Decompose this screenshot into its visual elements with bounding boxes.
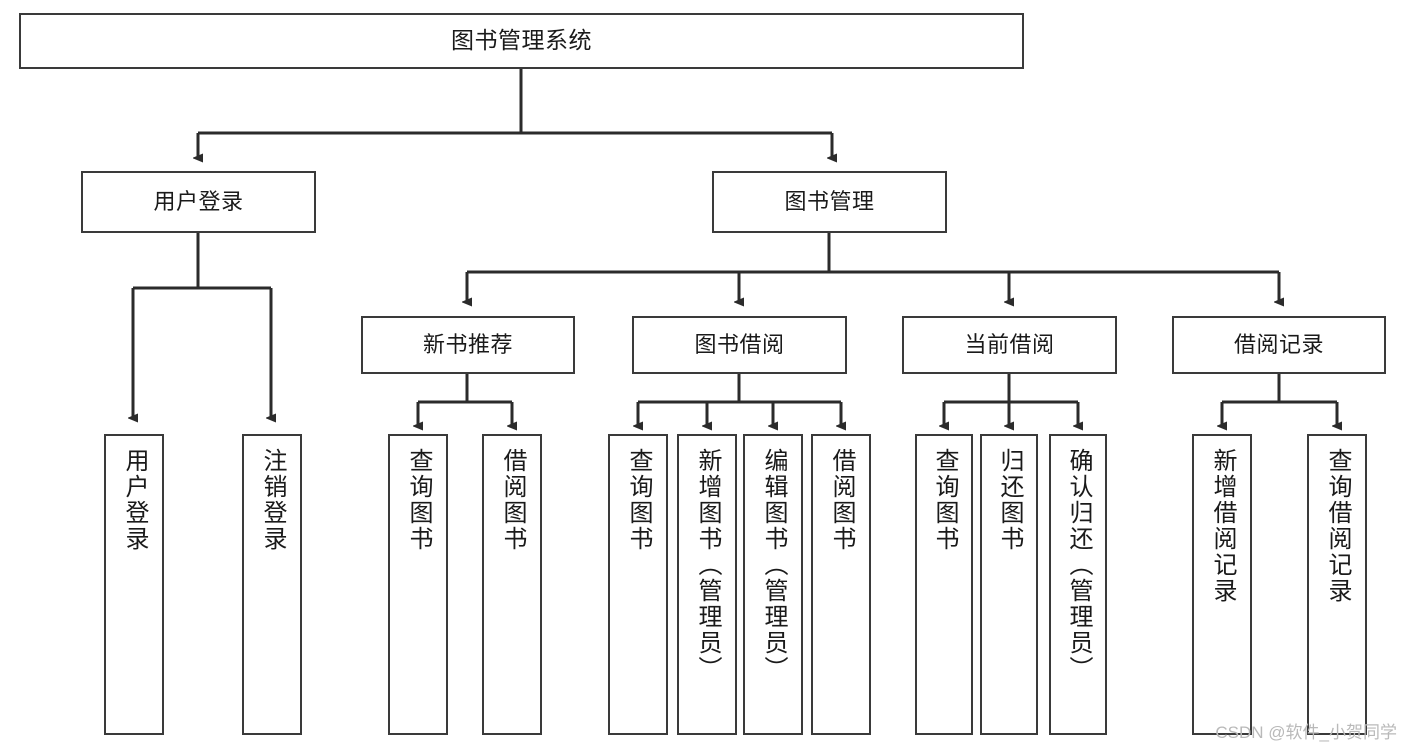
leaf-confirm-return-admin[interactable]: 确认归还（管理员） [1049, 434, 1107, 735]
node-label: 归还图书 [995, 448, 1023, 552]
csdn-watermark: CSDN @软件_小贺同学 [1215, 723, 1397, 742]
node-new-book-recommend[interactable]: 新书推荐 [361, 316, 575, 374]
node-label: 用户登录 [120, 448, 148, 552]
node-label: 用户登录 [153, 189, 244, 215]
leaf-edit-book-admin[interactable]: 编辑图书（管理员） [743, 434, 803, 735]
node-current-borrow[interactable]: 当前借阅 [902, 316, 1117, 374]
node-label: 新增借阅记录 [1208, 448, 1236, 604]
node-label: 查询图书 [624, 448, 652, 552]
node-book-borrow[interactable]: 图书借阅 [632, 316, 847, 374]
node-label: 借阅图书 [498, 448, 526, 552]
node-root-system[interactable]: 图书管理系统 [19, 13, 1024, 69]
node-label: 图书借阅 [694, 332, 785, 358]
node-label: 查询图书 [930, 448, 958, 552]
leaf-query-book-recommend[interactable]: 查询图书 [388, 434, 448, 735]
node-label: 图书管理系统 [451, 27, 592, 54]
node-label: 当前借阅 [964, 332, 1055, 358]
node-label: 确认归还（管理员） [1064, 448, 1092, 682]
node-user-login[interactable]: 用户登录 [81, 171, 316, 233]
node-label: 借阅图书 [827, 448, 855, 552]
node-label: 新书推荐 [422, 332, 513, 358]
node-label: 查询图书 [404, 448, 432, 552]
node-borrow-record[interactable]: 借阅记录 [1172, 316, 1386, 374]
node-label: 借阅记录 [1233, 332, 1324, 358]
node-label: 注销登录 [258, 448, 286, 552]
leaf-add-book-admin[interactable]: 新增图书（管理员） [677, 434, 737, 735]
leaf-query-book-current[interactable]: 查询图书 [915, 434, 973, 735]
node-book-management[interactable]: 图书管理 [712, 171, 947, 233]
leaf-borrow-book-recommend[interactable]: 借阅图书 [482, 434, 542, 735]
leaf-query-book-borrow[interactable]: 查询图书 [608, 434, 668, 735]
leaf-return-book[interactable]: 归还图书 [980, 434, 1038, 735]
node-label: 查询借阅记录 [1323, 448, 1351, 604]
leaf-query-borrow-record[interactable]: 查询借阅记录 [1307, 434, 1367, 735]
leaf-borrow-book[interactable]: 借阅图书 [811, 434, 871, 735]
node-label: 新增图书（管理员） [693, 448, 721, 682]
node-label: 图书管理 [784, 189, 875, 215]
node-label: 编辑图书（管理员） [759, 448, 787, 682]
leaf-logout[interactable]: 注销登录 [242, 434, 302, 735]
leaf-user-login[interactable]: 用户登录 [104, 434, 164, 735]
leaf-add-borrow-record[interactable]: 新增借阅记录 [1192, 434, 1252, 735]
